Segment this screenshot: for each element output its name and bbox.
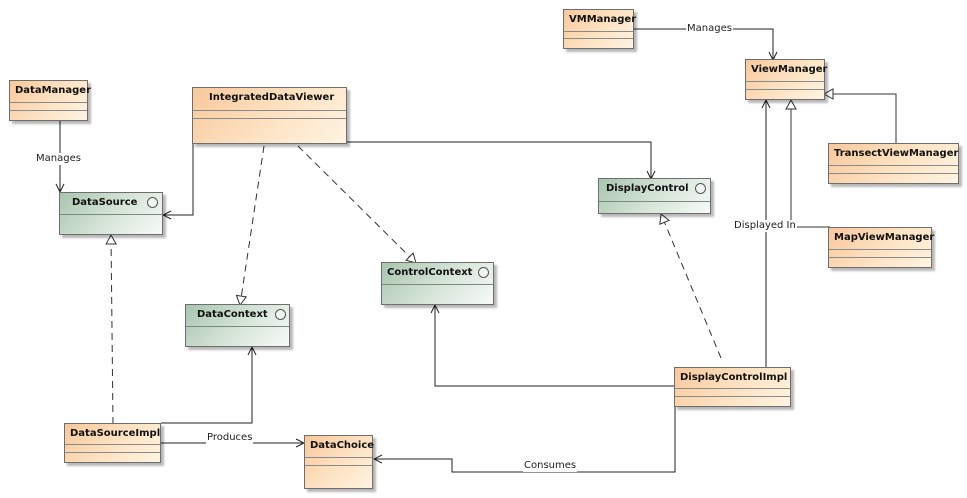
edge-label-produces: Produces xyxy=(206,432,254,444)
interface-displaycontrol-name: DisplayControl xyxy=(606,183,689,194)
edge-idv-to-displaycontrol xyxy=(297,141,651,179)
edge-vmmanager-manages-viewmanager xyxy=(634,28,773,60)
class-datamanager[interactable]: DataManager xyxy=(9,80,92,121)
edge-idv-realizes-datacontext xyxy=(235,145,265,307)
class-integrateddataviewer[interactable]: IntegratedDataViewer xyxy=(192,87,347,144)
interface-controlcontext-name: ControlContext xyxy=(387,267,473,278)
interface-controlcontext[interactable]: ControlContext xyxy=(381,262,494,305)
interface-displaycontrol[interactable]: DisplayControl xyxy=(598,178,711,214)
edge-label-vm-manages: Manages xyxy=(686,23,733,35)
edge-label-displayed-in: Displayed In xyxy=(733,220,797,232)
class-integrateddataviewer-name: IntegratedDataViewer xyxy=(209,92,335,103)
edge-displaycontrolimpl-to-controlcontext xyxy=(435,305,675,387)
edge-mapviewmanager-extends-viewmanager xyxy=(785,98,830,228)
edge-idv-to-datasource xyxy=(163,143,194,215)
edge-datasourceimpl-to-datacontext xyxy=(161,347,252,424)
edge-displaycontrolimpl-realizes-displaycontrol xyxy=(659,213,722,359)
interface-datasource[interactable]: DataSource xyxy=(59,192,163,235)
class-transectviewmanager-name: TransectViewManager xyxy=(834,148,959,159)
interface-icon xyxy=(695,183,706,194)
edge-displaycontrolimpl-consumes-datachoice xyxy=(374,398,676,473)
edge-idv-realizes-controlcontext xyxy=(297,145,417,264)
edge-label-consumes: Consumes xyxy=(523,460,578,472)
interface-datacontext-name: DataContext xyxy=(197,309,268,320)
class-mapviewmanager-name: MapViewManager xyxy=(834,232,935,243)
class-viewmanager-name: ViewManager xyxy=(751,64,828,75)
edge-datasourceimpl-realizes-datasource xyxy=(105,233,117,425)
class-vmmanager[interactable]: VMManager xyxy=(563,9,637,49)
class-datamanager-name: DataManager xyxy=(15,85,92,96)
interface-datasource-name: DataSource xyxy=(72,197,138,208)
class-datasourceimpl-name: DataSourceImpl xyxy=(70,428,161,439)
class-mapviewmanager[interactable]: MapViewManager xyxy=(828,227,935,268)
class-datachoice[interactable]: DataChoice xyxy=(304,435,375,489)
class-displaycontrolimpl[interactable]: DisplayControlImpl xyxy=(674,367,791,407)
class-transectviewmanager[interactable]: TransectViewManager xyxy=(828,143,959,184)
class-displaycontrolimpl-name: DisplayControlImpl xyxy=(680,372,788,383)
edge-transectviewmanager-extends-viewmanager xyxy=(822,88,897,143)
interface-icon xyxy=(478,267,489,278)
class-vmmanager-name: VMManager xyxy=(569,14,637,25)
interface-icon xyxy=(275,309,286,320)
class-datasourceimpl[interactable]: DataSourceImpl xyxy=(64,423,161,463)
interface-icon xyxy=(147,197,158,208)
class-viewmanager[interactable]: ViewManager xyxy=(745,59,828,100)
interface-datacontext[interactable]: DataContext xyxy=(185,304,290,347)
class-datachoice-name: DataChoice xyxy=(310,440,375,451)
edge-label-dm-manages: Manages xyxy=(35,153,82,165)
